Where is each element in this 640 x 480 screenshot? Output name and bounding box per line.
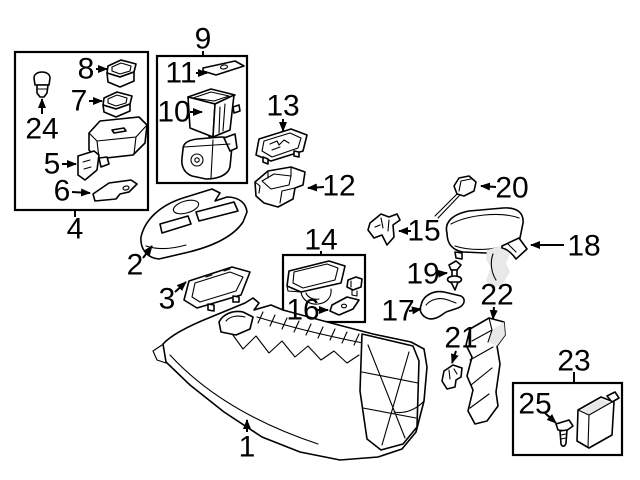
callout-7-label-storage-tray: 7 <box>71 85 88 118</box>
part-3-trim-bezel-drawing <box>183 266 251 312</box>
callout-14-label-cupholder-group: 14 <box>304 224 337 257</box>
part-21-retaining-clip-drawing <box>441 364 463 390</box>
part-22-side-support-bracket-drawing <box>465 317 506 425</box>
part-19-screw-drawing <box>446 260 463 291</box>
callout-21-label-retaining-clip: 21 <box>444 322 477 355</box>
part-20-hinge-pin-drawing <box>434 175 477 219</box>
callout-19-pointer-screw <box>435 269 448 278</box>
callout-17-label-console-mat: 17 <box>381 295 414 328</box>
callout-11-label-cover-plate: 11 <box>165 57 196 90</box>
group9-ashtray-drawing <box>181 133 238 180</box>
callout-4-label-storage-compartment-group: 4 <box>67 213 84 246</box>
part-13-switch-tray-drawing <box>255 128 308 165</box>
part-14-cupholder-assembly-drawing <box>286 260 363 305</box>
callout-25-pointer-fastener-plug <box>544 412 557 424</box>
callout-2-pointer-console-top-trim-panel <box>142 245 153 259</box>
callout-20-label-hinge-pin: 20 <box>495 172 528 205</box>
callout-8-label-storage-bin: 8 <box>78 53 95 86</box>
part-18-armrest-drawing <box>445 207 528 289</box>
callout-21-pointer-retaining-clip <box>451 350 459 364</box>
callout-24-label-plug-button: 24 <box>25 113 58 146</box>
callout-23-label-rear-storage-group: 23 <box>557 345 590 378</box>
callout-2-label-console-top-trim-panel: 2 <box>127 249 144 282</box>
callout-10-label-tall-storage-bin: 10 <box>157 96 190 129</box>
callout-17-pointer-console-mat <box>408 306 422 315</box>
callout-12-label-rear-housing: 12 <box>322 170 355 203</box>
group23-storage-bin-drawing <box>576 391 620 449</box>
part-12-rear-housing-drawing <box>254 166 306 208</box>
part-5-insert-plate-drawing <box>77 150 100 181</box>
callout-16-label-mounting-bracket: 16 <box>286 294 319 327</box>
callout-25-label-fastener-plug: 25 <box>518 388 551 421</box>
callout-20-pointer-hinge-pin <box>480 182 497 191</box>
part-1-console-body-drawing <box>152 297 428 461</box>
callout-15-label-mounting-clip: 15 <box>407 215 440 248</box>
part-7-storage-tray-drawing <box>102 91 133 118</box>
part-6-bracket-plate-drawing <box>92 179 138 202</box>
callout-3-pointer-trim-bezel <box>174 281 187 293</box>
part-24-plug-button-drawing <box>33 71 51 98</box>
callout-6-label-bracket-plate: 6 <box>54 175 71 208</box>
callout-12-pointer-rear-housing <box>307 183 325 192</box>
callout-1-label-console-body: 1 <box>239 431 256 464</box>
callout-3-label-trim-bezel: 3 <box>159 283 176 316</box>
callout-22-pointer-side-support-bracket <box>489 306 498 320</box>
callout-18-label-armrest: 18 <box>567 230 600 263</box>
part-17-mat-drawing <box>419 290 465 320</box>
callout-22-label-side-support-bracket: 22 <box>480 279 513 312</box>
part-15-mounting-clip-drawing <box>367 213 401 246</box>
callout-6-pointer-bracket-plate <box>71 188 91 197</box>
part-10-tall-storage-bin-drawing <box>187 88 241 145</box>
callout-19-label-screw: 19 <box>406 258 439 291</box>
callout-13-label-switch-tray: 13 <box>266 90 299 123</box>
part-8-storage-bin-drawing <box>106 59 137 88</box>
callout-5-label-insert-plate: 5 <box>44 148 61 181</box>
callout-9-label-storage-box-group: 9 <box>195 23 212 56</box>
part-25-fastener-plug-drawing <box>555 419 574 447</box>
part-2-top-trim-panel-drawing <box>140 188 248 260</box>
part-16-mounting-bracket-drawing <box>329 296 360 316</box>
parts-artwork-layer <box>33 59 620 461</box>
